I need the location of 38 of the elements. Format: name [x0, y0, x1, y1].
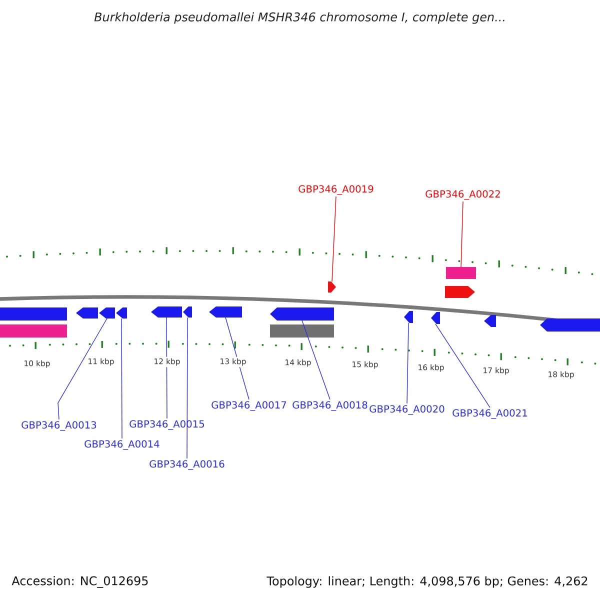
gene-label: GBP346_A0017 [212, 401, 286, 411]
gene-feature [328, 282, 336, 292]
gene-feature [99, 308, 115, 319]
gene-bar [0, 308, 67, 321]
leader-line [166, 317, 168, 419]
gene-feature [209, 306, 242, 318]
gene-label: GBP346_A0016 [150, 460, 224, 470]
gene-bar [0, 324, 67, 338]
gene-label: GBP346_A0020 [370, 405, 444, 415]
gene-feature [431, 312, 440, 324]
gene-feature [404, 311, 413, 323]
gene-label: GBP346_A0019 [298, 185, 374, 195]
gene-feature [270, 308, 334, 321]
gene-label: GBP346_A0014 [84, 440, 160, 450]
gene-label: GBP346_A0018 [292, 401, 368, 411]
footer-text: Accession: NC_012695 [12, 576, 148, 588]
leader-line [302, 320, 330, 400]
leader-line [406, 322, 409, 404]
gene-feature [484, 315, 496, 327]
gene-bar [446, 267, 476, 279]
gene-feature [540, 318, 600, 332]
gene-label: GBP346_A0013 [22, 421, 96, 431]
gene-feature [445, 286, 475, 298]
gene-bar [270, 324, 334, 338]
leader-line [58, 318, 108, 420]
gene-feature [76, 308, 98, 319]
gene-label: GBP346_A0021 [452, 409, 527, 419]
gene-feature [116, 308, 127, 319]
leader-line [332, 196, 336, 282]
leader-line [121, 318, 122, 439]
footer-text: Topology: linear; Length: 4,098,576 bp; Genes: 4,262 [266, 576, 588, 588]
leader-line [435, 324, 490, 408]
title: Burkholderia pseudomallei MSHR346 chromosome I, complete gen... [94, 12, 504, 24]
gene-label: GBP346_A0022 [426, 190, 500, 200]
leader-line [186, 317, 188, 459]
gene-feature [183, 306, 192, 318]
leader-line [225, 317, 250, 400]
leader-line [460, 201, 464, 268]
